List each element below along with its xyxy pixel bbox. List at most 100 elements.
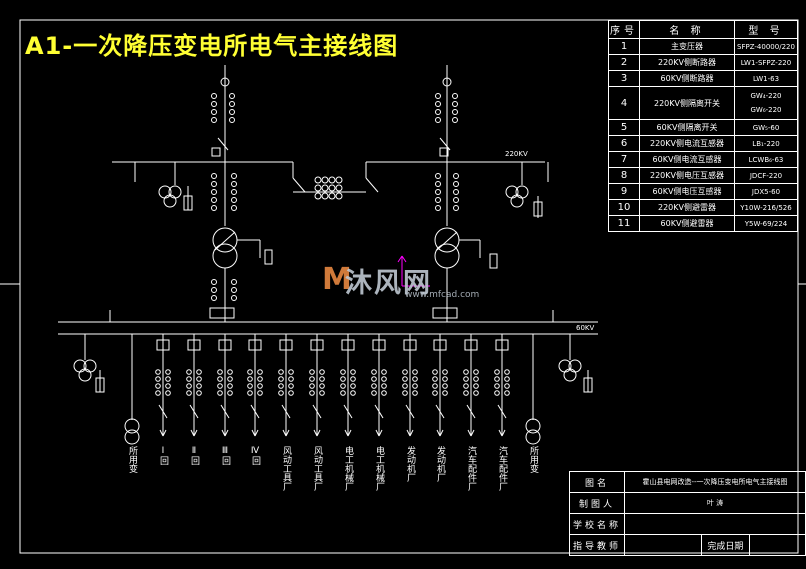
legend-name: 220KV侧电压互感器 (639, 167, 735, 184)
feeder-arrow (409, 429, 414, 437)
legend-name: 主变压器 (639, 38, 735, 55)
ct-coil (186, 376, 192, 382)
feeder-circuit (309, 334, 325, 437)
feeder-disconnector (187, 339, 201, 351)
feeder-label: 所用变 (127, 446, 138, 474)
feeder-circuit (371, 334, 387, 437)
drawing-frame (19, 19, 799, 554)
legend-name: 220KV侧隔离开关 (639, 86, 735, 120)
ct-coil (155, 376, 161, 382)
ct-coil (309, 376, 315, 382)
ct-coil (309, 369, 315, 375)
feeder-label: 风动工具厂 (281, 446, 292, 492)
ct-coil (257, 383, 263, 389)
pt-220kv-left (134, 162, 193, 211)
drafter-label: 制图人 (568, 492, 626, 514)
ct-coil (504, 369, 510, 375)
ct-coil (463, 369, 469, 375)
feeder-label: 所用变 (528, 446, 539, 474)
feeder-arrow (282, 429, 287, 437)
ct-coil (217, 390, 223, 396)
legend-no: 10 (608, 199, 640, 216)
title-block-row: 学校名称 (568, 513, 806, 535)
ct-coil (247, 376, 253, 382)
ct-coil (381, 383, 387, 389)
feeder-arrow (251, 429, 256, 437)
ct-coil (309, 390, 315, 396)
legend-header-row: 序号 名 称 型 号 (608, 20, 798, 39)
feeder-label: 汽车配件厂 (466, 445, 477, 492)
legend-model: JDX5-60 (734, 183, 798, 200)
legend-name: 60KV侧断路器 (639, 70, 735, 87)
feeder-label: Ⅳ回 (250, 446, 261, 466)
ct-coil (442, 369, 448, 375)
ct-coil (504, 383, 510, 389)
ct-coil (288, 390, 294, 396)
ct-coil (371, 369, 377, 375)
ct-coil (319, 383, 325, 389)
legend-header-no: 序号 (608, 20, 640, 39)
feeder-arrow (467, 429, 472, 437)
feeder-breaker (189, 404, 199, 419)
feeder-breaker (312, 404, 322, 419)
feeder-arrow (498, 429, 503, 437)
ct-coil (278, 390, 284, 396)
station-transformer-left (124, 334, 140, 445)
feeder-breaker (158, 404, 168, 419)
feeder-disconnector (310, 339, 324, 351)
feeder-arrow (375, 429, 380, 437)
legend-name: 220KV侧断路器 (639, 54, 735, 71)
legend-no: 3 (608, 70, 640, 87)
feeder-label: 汽车配件厂 (497, 445, 508, 492)
ct-coil (247, 383, 253, 389)
feeder-circuits (155, 334, 510, 437)
ct-coil (371, 390, 377, 396)
feeder-arrow (347, 429, 352, 437)
feeder-arrow (193, 429, 198, 437)
date-label: 完成日期 (700, 534, 751, 556)
feeder-breaker (374, 404, 384, 419)
ct-coil (247, 369, 253, 375)
ct-coil (381, 376, 387, 382)
feeder-arrow (254, 429, 259, 437)
ct-coil (340, 376, 346, 382)
school-label: 学校名称 (568, 513, 626, 535)
legend-model: SFPZ-40000/220 (734, 38, 798, 55)
ct-coil (155, 390, 161, 396)
feeder-arrow (316, 429, 321, 437)
feeder-circuit (155, 334, 171, 437)
watermark-url: www.mfcad.com (405, 290, 480, 300)
ct-coil (319, 390, 325, 396)
ct-coil (463, 390, 469, 396)
feeder-breaker (497, 404, 507, 419)
legend-model: Y5W-69/224 (734, 215, 798, 232)
ct-coil (494, 383, 500, 389)
watermark-logo: M (322, 262, 352, 297)
feeder-disconnector (464, 339, 478, 351)
ct-coil (340, 383, 346, 389)
ct-coil (350, 383, 356, 389)
legend-model: JDCF-220 (734, 167, 798, 184)
ct-coil (227, 383, 233, 389)
incoming-line-left (211, 65, 235, 162)
title-block-row: 制图人 叶 涛 (568, 492, 806, 514)
feeder-breaker (281, 404, 291, 419)
ct-coil (319, 369, 325, 375)
ct-coil (186, 369, 192, 375)
advisor-value (624, 534, 702, 556)
ct-coil (442, 390, 448, 396)
ct-coil (155, 383, 161, 389)
legend-name: 60KV侧隔离开关 (639, 119, 735, 136)
ct-coil (432, 376, 438, 382)
ct-coil (412, 369, 418, 375)
feeder-arrow (470, 429, 475, 437)
feeder-arrow (285, 429, 290, 437)
ct-coil (442, 376, 448, 382)
ct-coil (473, 376, 479, 382)
ct-coil (196, 390, 202, 396)
